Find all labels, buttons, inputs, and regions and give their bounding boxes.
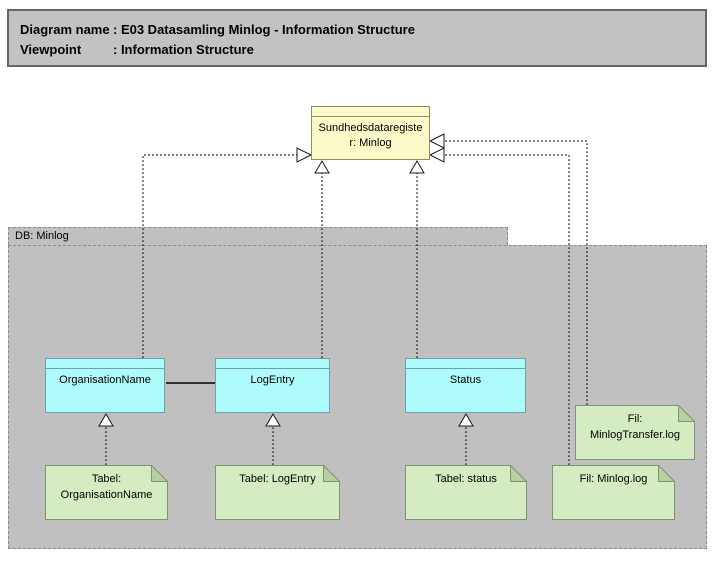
note-shape-icon [45,465,168,520]
diagram-name-value: : E03 Datasamling Minlog - Information S… [113,22,415,37]
realization-arrowhead-icon [265,413,281,427]
diagram-title-block: Diagram name : E03 Datasamling Minlog - … [7,9,707,67]
note-fil-minlog-log[interactable]: Fil: Minlog.log [552,465,675,520]
edge-status-realizes-registry[interactable] [409,160,425,358]
node-logentry[interactable]: LogEntry [215,358,330,413]
node-compartment-divider [312,107,429,117]
edge-line [444,140,588,405]
edge-fil-minlogtransfer-realizes-registry[interactable] [428,133,588,405]
edge-tabel-status-realizes-status[interactable] [458,413,474,465]
realization-arrowhead-icon [409,160,425,174]
viewpoint-label: Viewpoint [20,42,82,57]
edge-organisationname-realizes-registry[interactable] [142,147,313,358]
realization-arrowhead-icon [314,160,330,174]
realization-arrowhead-icon [428,133,445,149]
realization-arrowhead-icon [98,413,114,427]
label-line-1: Sundhedsdataregiste [318,122,423,134]
note-fil-minlogtransfer-log[interactable]: Fil: MinlogTransfer.log [575,405,695,460]
node-organisationname[interactable]: OrganisationName [45,358,165,413]
edge-tabel-logentry-realizes-logentry[interactable] [265,413,281,465]
node-status[interactable]: Status [405,358,526,413]
note-tabel-organisationname[interactable]: Tabel: OrganisationName [45,465,168,520]
note-shape-icon [575,405,695,460]
realization-arrowhead-icon [428,147,445,163]
edge-line [444,154,570,465]
diagram-name-label: Diagram name [20,22,110,37]
edge-tabel-organisationname-realizes-organisationname[interactable] [98,413,114,465]
note-fil-minlogtransfer-log-label: Fil: MinlogTransfer.log [575,411,695,443]
node-logentry-label: LogEntry [250,374,295,386]
note-tabel-logentry[interactable]: Tabel: LogEntry [215,465,340,520]
note-tabel-status-label: Tabel: status [435,473,497,485]
note-shape-icon [215,465,340,520]
node-compartment-divider [216,359,329,369]
label-line-1: Tabel: [91,473,122,485]
viewpoint-value: : Information Structure [113,42,254,57]
label-line-1: Fil: [627,413,643,425]
viewpoint-row: Viewpoint : Information Structure [20,40,705,60]
group-db-minlog-tab[interactable]: DB: Minlog [8,227,508,245]
node-sundhedsdataregister-minlog-label: Sundhedsdataregiste r: Minlog [312,121,429,151]
node-sundhedsdataregister-minlog[interactable]: Sundhedsdataregiste r: Minlog [311,106,430,160]
node-compartment-divider [46,359,164,369]
label-line-2: MinlogTransfer.log [589,429,681,441]
note-tabel-logentry-label: Tabel: LogEntry [239,473,316,485]
node-organisationname-label: OrganisationName [59,374,151,386]
label-line-2: r: Minlog [349,137,392,149]
note-tabel-status[interactable]: Tabel: status [405,465,527,520]
edge-line [142,154,297,358]
realization-arrowhead-icon [296,147,313,163]
edge-logentry-realizes-registry[interactable] [314,160,330,358]
note-shape-icon [405,465,527,520]
note-shape-icon [552,465,675,520]
edge-fil-minlog-realizes-registry[interactable] [428,147,570,465]
label-line-2: OrganisationName [60,489,153,501]
realization-arrowhead-icon [458,413,474,427]
note-tabel-organisationname-label: Tabel: OrganisationName [45,471,168,503]
note-fil-minlog-log-label: Fil: Minlog.log [579,473,648,485]
group-db-minlog-label: DB: Minlog [15,230,69,242]
node-compartment-divider [406,359,525,369]
diagram-name-row: Diagram name : E03 Datasamling Minlog - … [20,20,705,40]
node-status-label: Status [449,374,482,386]
